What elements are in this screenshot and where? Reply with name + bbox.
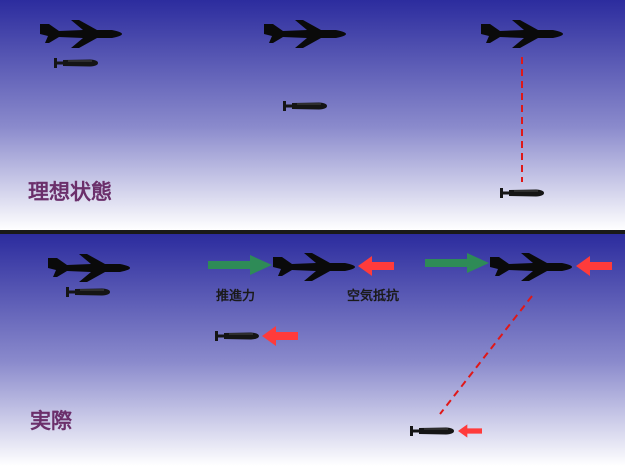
ideal-panel: 理想状態 [0, 0, 625, 230]
actual-panel-title: 実際 [30, 409, 73, 433]
thrust-label: 推進力 [216, 288, 255, 304]
diagonal-drop-trajectory [439, 295, 533, 415]
actual-panel: 推進力 空気抵抗 実際 [0, 234, 625, 466]
ideal-panel-title: 理想状態 [28, 180, 112, 204]
actual-sky-background [0, 234, 625, 466]
air-resistance-label: 空気抵抗 [347, 288, 399, 304]
panel-divider [0, 230, 625, 234]
